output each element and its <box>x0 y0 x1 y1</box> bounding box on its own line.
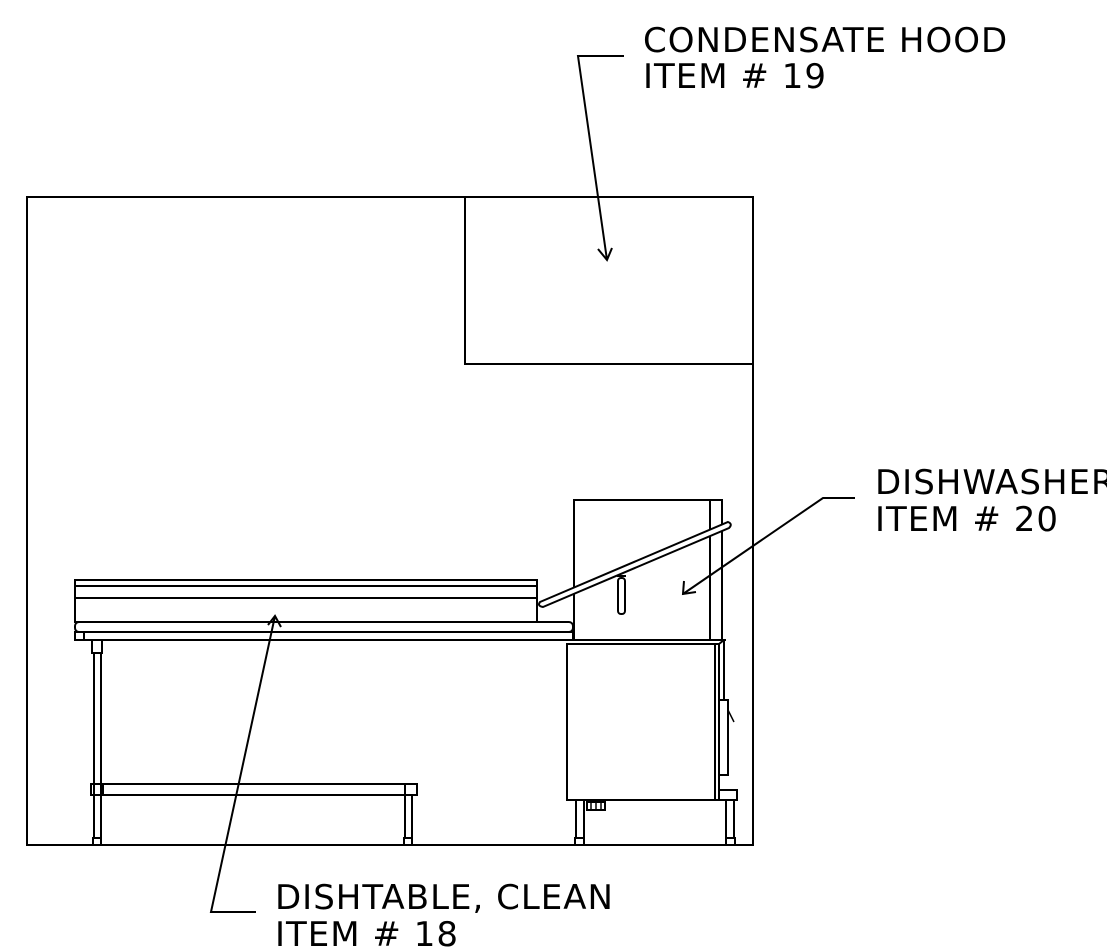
hood-leader <box>576 55 624 262</box>
dishtable-label-line2: ITEM # 18 <box>275 915 459 952</box>
room-outline <box>26 196 754 846</box>
dishwasher-leader <box>681 497 855 596</box>
dishtable-label-line1: DISHTABLE, CLEAN <box>275 878 614 918</box>
hood-label: CONDENSATE HOOD ITEM # 19 <box>643 21 1008 97</box>
dishtable <box>74 579 574 846</box>
dishwasher <box>566 499 738 846</box>
dishwasher-label-line2: ITEM # 20 <box>875 500 1059 540</box>
dishtable-label: DISHTABLE, CLEAN ITEM # 18 <box>275 878 614 952</box>
dishwasher-label: DISHWASHER ITEM # 20 <box>875 463 1107 540</box>
condensate-hood <box>464 196 754 365</box>
dishtable-leader <box>209 614 282 913</box>
hood-label-line1: CONDENSATE HOOD <box>643 21 1008 61</box>
dishwasher-label-line1: DISHWASHER <box>875 463 1107 503</box>
hood-label-line2: ITEM # 19 <box>643 57 827 97</box>
dish-rack-rail <box>538 520 732 609</box>
